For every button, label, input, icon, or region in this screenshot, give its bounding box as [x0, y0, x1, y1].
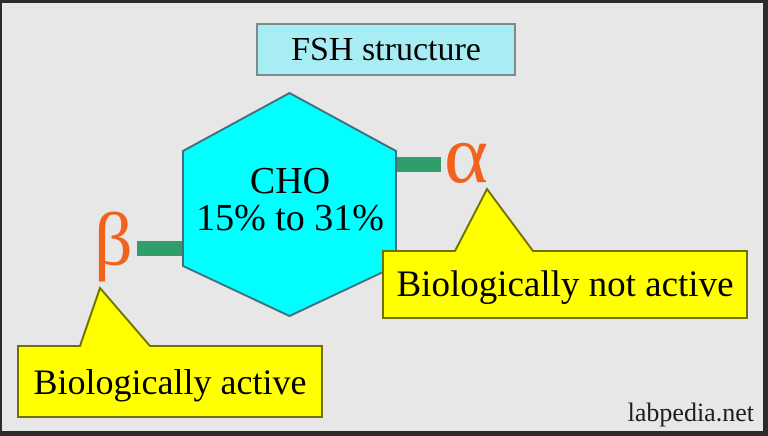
beta-connector-bar [137, 241, 185, 256]
alpha-symbol: α [444, 108, 489, 201]
page-title: FSH structure [291, 30, 481, 68]
beta-callout: Biologically active [18, 346, 322, 417]
frame-bottom [0, 431, 768, 436]
frame-top [0, 0, 768, 3]
alpha-connector-bar [393, 157, 441, 172]
frame-left [0, 0, 2, 436]
hexagon-label-line2: 15% to 31% [196, 197, 384, 239]
cho-hexagon [182, 91, 397, 318]
beta-callout-label: Biologically active [33, 361, 307, 402]
hexagon-label: CHO 15% to 31% [183, 160, 397, 239]
hexagon-label-line1: CHO [249, 160, 331, 202]
beta-symbol: β [94, 198, 133, 282]
watermark: labpedia.net [627, 398, 754, 427]
alpha-callout: Biologically not active [383, 251, 747, 318]
beta-callout-shape [17, 286, 323, 418]
alpha-callout-label: Biologically not active [396, 264, 734, 305]
frame-right [763, 0, 768, 436]
alpha-callout-shape [382, 187, 748, 319]
title-box: FSH structure [256, 23, 516, 76]
